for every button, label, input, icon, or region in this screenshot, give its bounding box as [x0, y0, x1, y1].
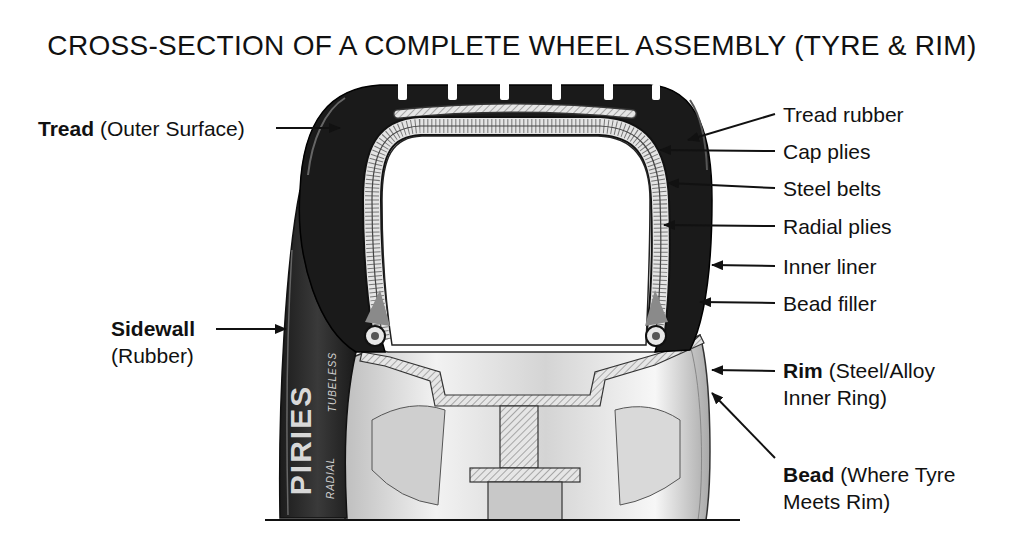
part-note: (Rubber): [111, 342, 195, 369]
part-note: Radial plies: [783, 215, 892, 238]
bead-wire: [371, 332, 379, 340]
sidewall-marking: RADIAL: [325, 457, 337, 499]
sidewall-marking: PIRIES: [285, 385, 317, 495]
rim-lip: [690, 345, 702, 520]
callout-label: Rim(Steel/Alloy Inner Ring): [783, 357, 983, 411]
part-note: Cap plies: [783, 140, 871, 163]
callout-label: Tread (Outer Surface): [38, 115, 245, 142]
callout-label: Bead(Where Tyre Meets Rim): [783, 461, 983, 515]
rim-spoke: [615, 407, 680, 505]
bead-wire: [646, 326, 666, 346]
part-note: (Outer Surface): [100, 117, 245, 140]
part-name: Rim: [783, 359, 823, 382]
rim-hub: [470, 468, 580, 482]
part-name: Sidewall: [111, 317, 195, 340]
callout-label: Radial plies: [783, 213, 892, 240]
callout-label: Sidewall(Rubber): [111, 315, 195, 369]
tread-grooves: [398, 82, 660, 100]
part-name: Tread: [38, 117, 94, 140]
bead-filler: [365, 290, 390, 326]
bead-wire: [652, 332, 660, 340]
rim-web: [500, 406, 538, 468]
shoulder-groove: [308, 98, 345, 175]
steel-belts: [398, 108, 632, 114]
part-note: Bead filler: [783, 292, 876, 315]
rim-spoke: [372, 406, 445, 505]
diagram-title: CROSS-SECTION OF A COMPLETE WHEEL ASSEMB…: [0, 30, 1024, 62]
tyre-cavity: [382, 136, 650, 345]
callout-label: Steel belts: [783, 175, 881, 202]
part-note: Steel belts: [783, 177, 881, 200]
bead-filler: [645, 290, 668, 326]
rim-body: [345, 335, 710, 520]
tyre-section: [299, 85, 712, 352]
rim-hub: [488, 482, 562, 520]
callout-label: Bead filler: [783, 290, 876, 317]
callout-label: Cap plies: [783, 138, 871, 165]
steel-belts: [398, 108, 632, 114]
ground-line: [265, 519, 740, 521]
callout-label: Inner liner: [783, 253, 876, 280]
part-name: Bead: [783, 463, 834, 486]
part-note: Tread rubber: [783, 103, 904, 126]
sidewall-marking: TUBELESS: [327, 352, 339, 412]
bead-wire: [365, 326, 385, 346]
part-note: Inner liner: [783, 255, 876, 278]
callout-label: Tread rubber: [783, 101, 904, 128]
